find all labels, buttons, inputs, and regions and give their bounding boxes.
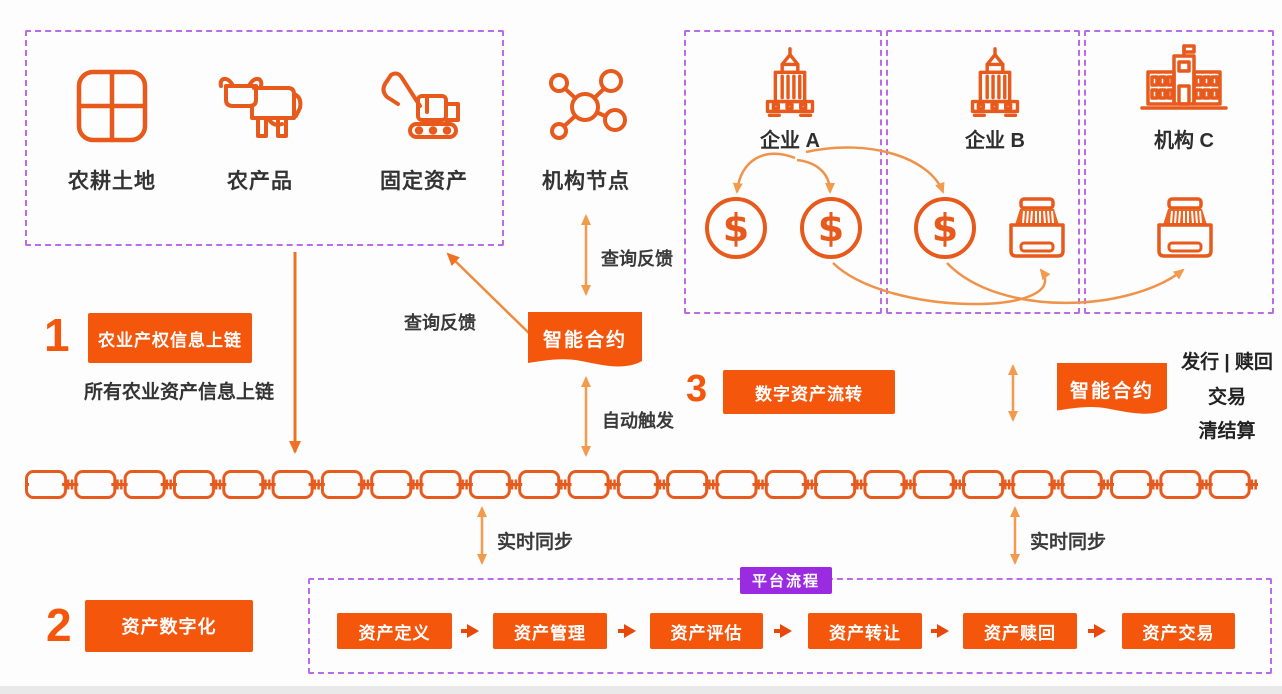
printer-icon-b xyxy=(997,196,1077,260)
enterprise-b-box xyxy=(886,30,1080,314)
farm-assets-box xyxy=(25,30,504,246)
smart-contract-right-label: 智能合约 xyxy=(1069,380,1154,402)
step3-button: 数字资产流转 xyxy=(723,370,895,414)
realtime-sync-left-label: 实时同步 xyxy=(497,532,574,553)
step-number-1: 1 xyxy=(44,309,70,361)
arrow-contract-to-assets xyxy=(446,252,535,339)
flow-step-evaluate: 资产评估 xyxy=(650,613,763,649)
entity-label-c: 机构 C xyxy=(1154,130,1214,152)
network-node-icon xyxy=(543,66,629,148)
asset-label-produce: 农产品 xyxy=(227,170,293,193)
land-grid-icon xyxy=(72,64,152,148)
trade-label: 交易 xyxy=(1207,387,1246,408)
entity-label-b: 企业 B xyxy=(965,130,1025,152)
dollar-coin-icon-3: $ xyxy=(912,195,978,261)
dollar-coin-icon-1: $ xyxy=(703,195,769,261)
flow-step-transfer: 资产转让 xyxy=(808,613,922,649)
query-feedback-diagonal-label: 查询反馈 xyxy=(404,313,476,333)
flow-step-manage: 资产管理 xyxy=(493,613,607,649)
flow-step-trade: 资产交易 xyxy=(1122,613,1235,649)
platform-process-tag: 平台流程 xyxy=(740,567,832,594)
issue-redeem-label: 发行 | 赎回 xyxy=(1181,352,1273,373)
asset-label-land: 农耕土地 xyxy=(68,170,156,193)
entity-label-a: 企业 A xyxy=(760,130,820,152)
smart-contract-flag-left: 智能合约 xyxy=(528,312,642,370)
svg-text:$: $ xyxy=(818,206,844,250)
dollar-coin-icon-2: $ xyxy=(798,195,864,261)
step1-caption: 所有农业资产信息上链 xyxy=(84,382,275,403)
asset-label-fixed: 固定资产 xyxy=(380,170,468,193)
arc-a-to-coin1 xyxy=(732,152,796,194)
smart-contract-left-label: 智能合约 xyxy=(542,329,627,351)
tower-building-icon-b xyxy=(952,46,1038,122)
smart-contract-flag-right: 智能合约 xyxy=(1057,363,1167,417)
arc-a-to-coin3 xyxy=(805,146,945,194)
enterprise-a-box xyxy=(684,30,882,314)
bottom-strip xyxy=(0,686,1282,694)
institution-c-box xyxy=(1084,30,1274,314)
excavator-icon xyxy=(378,64,470,148)
node-label: 机构节点 xyxy=(542,170,630,193)
arc-coin3-to-printer-c xyxy=(946,262,1185,305)
cow-icon xyxy=(216,74,304,144)
institution-building-icon xyxy=(1134,44,1234,116)
arc-coin2-to-printer-b xyxy=(832,262,1051,306)
clear-settle-label: 清结算 xyxy=(1198,421,1256,442)
step2-button: 资产数字化 xyxy=(85,600,253,652)
flow-step-define: 资产定义 xyxy=(337,613,452,649)
step1-button: 农业产权信息上链 xyxy=(88,313,252,363)
step-number-3: 3 xyxy=(686,368,708,410)
auto-trigger-label: 自动触发 xyxy=(602,411,674,431)
step-number-2: 2 xyxy=(46,599,72,651)
blockchain-chain-graphic xyxy=(25,469,1258,500)
svg-text:$: $ xyxy=(932,206,958,250)
flow-step-redeem: 资产赎回 xyxy=(963,613,1077,649)
query-feedback-vertical-label: 查询反馈 xyxy=(601,249,673,269)
tower-building-icon-a xyxy=(747,46,833,122)
realtime-sync-right-label: 实时同步 xyxy=(1030,532,1107,553)
svg-text:$: $ xyxy=(723,206,749,250)
arc-a-to-coin2 xyxy=(796,158,835,194)
printer-icon-c xyxy=(1145,196,1225,260)
